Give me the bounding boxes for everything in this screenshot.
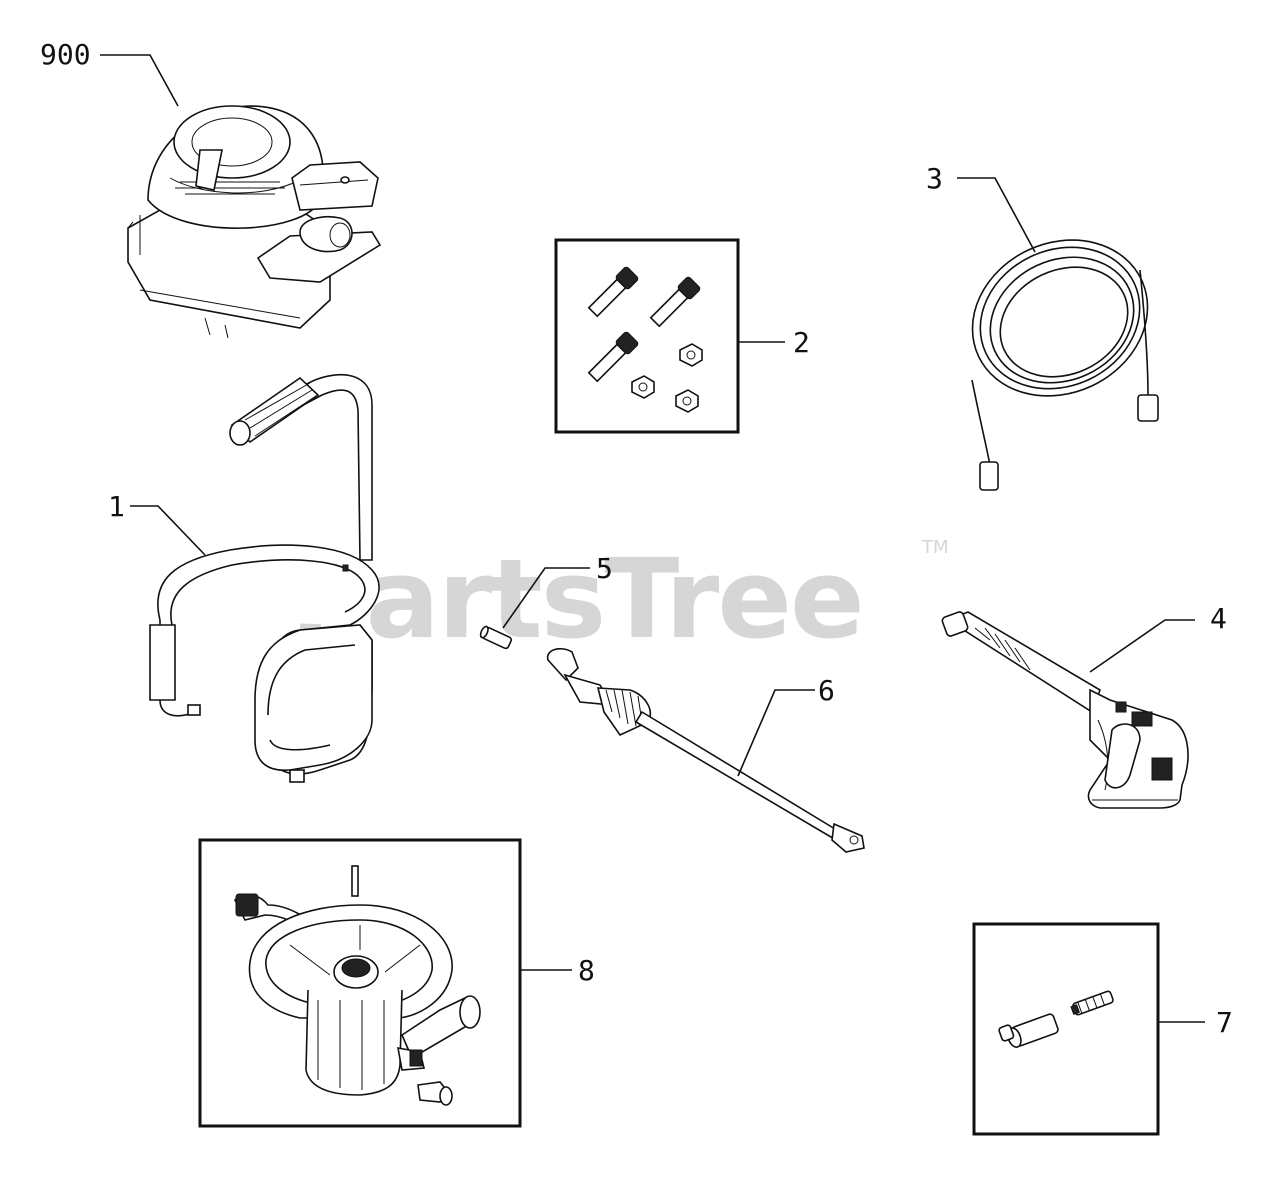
callout-hardware-kit[interactable]: 2	[793, 326, 810, 359]
pump-assembly	[234, 865, 481, 1106]
callout-nozzle-kit[interactable]: 7	[1216, 1006, 1233, 1039]
callout-frame[interactable]: 1	[108, 490, 125, 523]
spray-gun[interactable]	[941, 611, 1189, 809]
leader-engine	[100, 54, 179, 107]
engine-assembly[interactable]	[127, 105, 382, 339]
leader-wand	[737, 689, 815, 777]
high-pressure-hose[interactable]	[947, 212, 1174, 491]
watermark-brand: PartsTree	[290, 535, 863, 663]
leader-spray-gun	[1089, 619, 1195, 673]
leader-frame	[130, 505, 206, 556]
fitting[interactable]	[479, 625, 513, 650]
watermark-trademark: TM	[921, 537, 949, 558]
nozzle-kit-box[interactable]	[972, 922, 1160, 1136]
pump-box[interactable]	[198, 838, 522, 1128]
hardware-kit-box[interactable]	[554, 238, 740, 434]
nozzle-set	[998, 990, 1114, 1048]
callout-hose[interactable]: 3	[926, 162, 943, 195]
bolt-nut-set	[587, 266, 703, 413]
leader-hose	[957, 177, 1036, 253]
callout-engine[interactable]: 900	[40, 38, 91, 71]
spray-wand[interactable]	[546, 648, 865, 853]
callout-pump[interactable]: 8	[578, 954, 595, 987]
parts-tree-watermark: PartsTree TM	[290, 535, 949, 663]
callout-spray-gun[interactable]: 4	[1210, 602, 1227, 635]
frame-handle[interactable]	[149, 373, 380, 783]
callout-fitting[interactable]: 5	[596, 552, 613, 585]
callout-wand[interactable]: 6	[818, 674, 835, 707]
leader-fitting	[502, 567, 590, 629]
